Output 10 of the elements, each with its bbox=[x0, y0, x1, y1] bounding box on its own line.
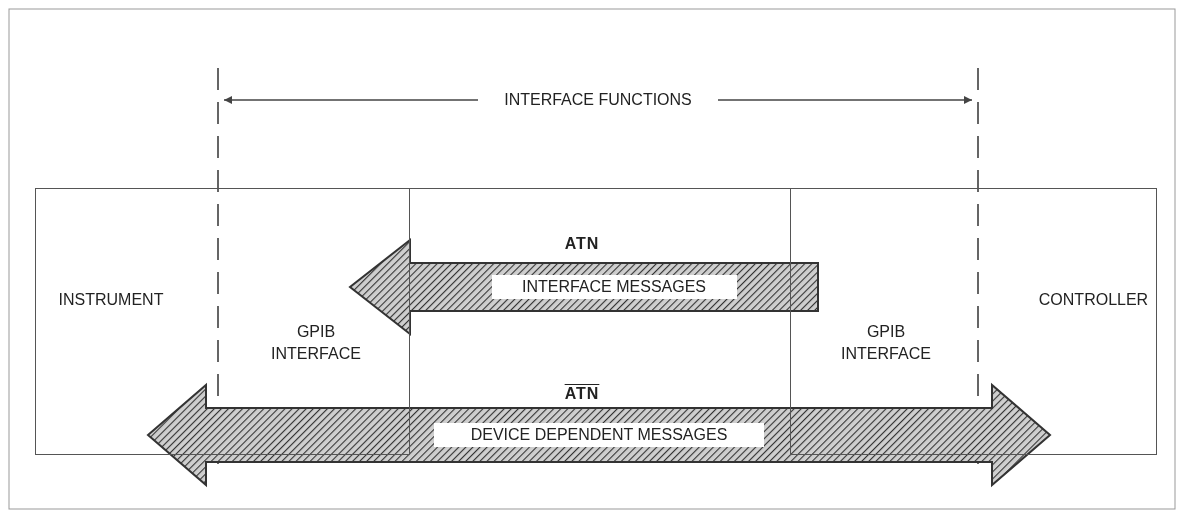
box-label: CONTROLLER bbox=[1037, 290, 1150, 310]
edge-label: INTERFACE MESSAGES bbox=[491, 275, 737, 299]
edge-label: DEVICE DEPENDENT MESSAGES bbox=[434, 423, 764, 447]
device-box bbox=[790, 188, 1157, 455]
signal-name: ATN bbox=[563, 234, 601, 254]
interface-label: GPIB INTERFACE bbox=[236, 317, 396, 373]
device-box bbox=[35, 188, 410, 455]
box-label: INSTRUMENT bbox=[57, 290, 165, 310]
interface-label: GPIB INTERFACE bbox=[811, 317, 961, 373]
signal-name: ATN bbox=[563, 384, 601, 404]
